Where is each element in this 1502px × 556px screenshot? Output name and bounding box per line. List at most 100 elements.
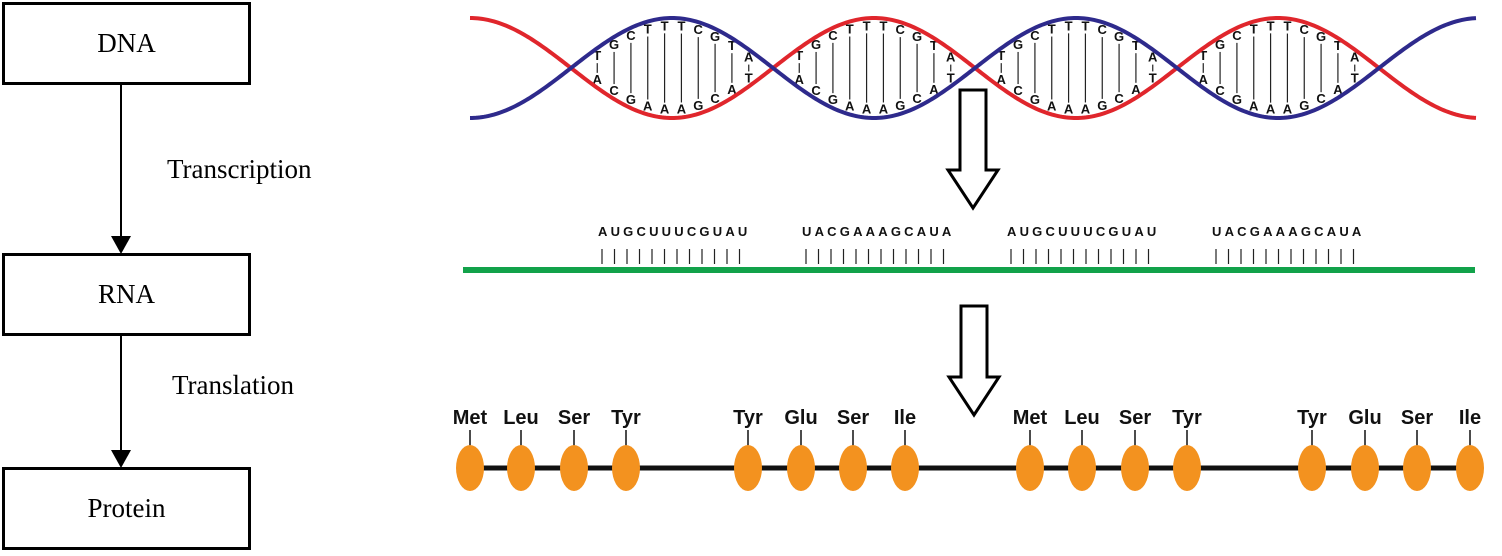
dna-top-base: A [1350,50,1360,65]
dna-top-base: T [997,48,1005,63]
flow-arrow-translation [111,336,131,468]
dna-bottom-base: A [1283,101,1293,116]
dna-bottom-base: C [1316,91,1326,106]
dna-top-base: C [1030,28,1040,43]
dna-top-base: T [728,38,736,53]
amino-acid-bead [1403,445,1431,491]
dna-bottom-base: C [1114,91,1124,106]
dna-top-base: T [1065,18,1073,33]
amino-acid-bead [1173,445,1201,491]
dna-bottom-base: A [593,72,603,87]
dna-top-base: T [795,48,803,63]
dna-top-base: T [1199,48,1207,63]
dna-double-helix: TAGCCGTATATACGGCTAATTAGCCGTATATACGGCTAAT… [469,15,1477,121]
dna-top-base: T [661,18,669,33]
amino-acid-bead [1456,445,1484,491]
dna-bottom-base: A [1266,102,1276,117]
dna-top-base: T [846,22,854,37]
dna-bottom-base: C [609,83,619,98]
dna-bottom-base: A [1199,72,1209,87]
dna-top-base: G [1013,37,1023,52]
amino-acid-label: Ser [837,407,869,429]
amino-acid-label: Tyr [1297,407,1327,429]
amino-acid-bead [787,445,815,491]
dna-bottom-base: G [1299,98,1309,113]
rna-segment-sequence: UACGAAAGCAUA [802,224,955,239]
dna-top-base: C [1098,22,1108,37]
amino-acid-bead [1298,445,1326,491]
dna-bottom-base: G [1097,98,1107,113]
rna-segment-sequence: UACGAAAGCAUA [1212,224,1365,239]
dna-bottom-base: A [929,82,939,97]
dna-bottom-base: A [643,98,653,113]
dna-top-base: C [626,28,636,43]
dna-top-base: T [1283,19,1291,34]
dna-top-base: G [710,29,720,44]
hollow-down-arrow-icon [946,304,1002,418]
protein-box: Protein [2,467,251,550]
dna-bottom-base: A [1081,101,1091,116]
amino-acid-label: Leu [1064,407,1100,429]
dna-top-base: G [1316,29,1326,44]
dna-bottom-base: A [1249,98,1259,113]
dna-bottom-base: T [745,70,753,85]
amino-acid-bead [891,445,919,491]
dna-bottom-base: C [1215,83,1225,98]
amino-acid-label: Tyr [1172,407,1202,429]
dna-top-base: T [1132,38,1140,53]
dna-top-base: G [811,37,821,52]
dna-top-base: T [879,19,887,34]
dna-top-base: T [930,38,938,53]
dna-bottom-base: A [1064,102,1074,117]
dna-bottom-base: G [828,92,838,107]
hollow-down-arrow-icon [945,88,1001,211]
dna-top-base: T [1250,22,1258,37]
dna-bottom-base: G [626,92,636,107]
rna-segment-sequence: AUGCUUUCGUAU [1007,224,1160,239]
dna-top-base: T [1048,22,1056,37]
flow-arrow-transcription [111,85,131,254]
dna-top-base: G [1215,37,1225,52]
dna-top-base: C [828,28,838,43]
dna-box-label: DNA [97,28,156,58]
dna-bottom-base: C [1013,83,1023,98]
dna-top-base: A [946,50,956,65]
protein-box-label: Protein [87,493,166,523]
dna-bottom-base: G [895,98,905,113]
amino-acid-bead [839,445,867,491]
dna-top-base: T [863,18,871,33]
dna-bottom-base: A [727,82,737,97]
dna-box: DNA [2,2,251,85]
dna-bottom-base: A [1333,82,1343,97]
amino-acid-label: Leu [503,407,539,429]
dna-bottom-base: T [947,70,955,85]
dna-top-base: G [609,37,619,52]
dna-bottom-base: G [1232,92,1242,107]
dna-top-base: C [694,22,704,37]
amino-acid-bead [507,445,535,491]
amino-acid-label: Ser [558,407,590,429]
dna-top-base: T [593,48,601,63]
amino-acid-label: Glu [784,407,817,429]
dna-bottom-base: A [845,98,855,113]
translation-label: Translation [172,370,295,400]
amino-acid-bead [1016,445,1044,491]
dna-strand-blue [469,15,1477,121]
dna-bottom-base: C [811,83,821,98]
amino-acid-label: Ser [1401,407,1433,429]
amino-acid-bead [734,445,762,491]
rna-box-label: RNA [97,279,155,309]
dna-top-base: T [1267,18,1275,33]
amino-acid-label: Ile [1459,407,1481,429]
dna-bottom-base: A [862,102,872,117]
dna-top-base: A [744,50,754,65]
dna-top-base: C [896,22,906,37]
dna-bottom-base: G [693,98,703,113]
rna-box: RNA [2,253,251,336]
transcription-label: Transcription [167,154,312,184]
dna-top-base: G [912,29,922,44]
dna-bottom-base: A [677,101,687,116]
